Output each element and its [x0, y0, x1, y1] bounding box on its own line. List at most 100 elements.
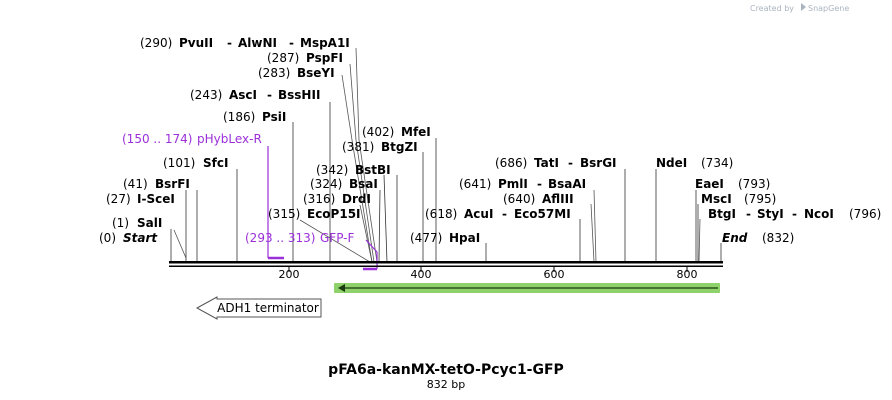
- site-separator: -: [267, 88, 272, 102]
- enzyme-name: EaeI: [695, 177, 724, 191]
- site-label-402: (402) MfeI: [362, 125, 431, 139]
- site-position: (243): [190, 88, 222, 102]
- site-label-324: (324) BsaI: [310, 177, 378, 191]
- enzyme-name: PvuII: [179, 36, 213, 50]
- site-label-618: (618) AcuI - Eco57MI: [425, 207, 571, 221]
- site-label-27: (27) I-SceI: [106, 192, 175, 206]
- site-position: (477): [410, 231, 442, 245]
- snapgene-logo-icon: [801, 3, 806, 11]
- feature-label: ADH1 terminator: [217, 301, 319, 315]
- site-label-796: BtgI - StyI - NcoI (796): [708, 207, 881, 221]
- ruler-label: 200: [279, 268, 300, 281]
- enzyme-name: NcoI: [804, 207, 834, 221]
- enzyme-name: BsaAI: [548, 177, 586, 191]
- site-label-640: (640) AflIII: [503, 192, 574, 206]
- site-label-734: NdeI (734): [656, 156, 733, 170]
- enzyme-name: PmlI: [498, 177, 528, 191]
- primer-leader: [365, 239, 378, 253]
- feature-arrow-shape: [195, 296, 322, 320]
- ruler-label: 800: [677, 268, 698, 281]
- end-name: End: [722, 231, 748, 245]
- enzyme-name: BtgI: [708, 207, 736, 221]
- site-position: (315): [268, 207, 300, 221]
- site-position: (290): [140, 36, 172, 50]
- site-position: (796): [849, 207, 881, 221]
- ruler: 200 400 600 800: [279, 267, 698, 281]
- site-label-793: EaeI (793): [695, 177, 770, 191]
- site-separator: -: [537, 177, 542, 191]
- site-position: (324): [310, 177, 342, 191]
- site-connectors: [170, 47, 722, 263]
- sequence-backbone: [169, 261, 723, 267]
- bottom-strand: [169, 265, 723, 267]
- enzyme-name: BseYI: [297, 66, 335, 80]
- site-separator: -: [792, 207, 797, 221]
- site-position: (686): [495, 156, 527, 170]
- site-label-342: (342) BstBI: [316, 163, 391, 177]
- enzyme-name: MspA1I: [300, 36, 350, 50]
- enzyme-name: MfeI: [401, 125, 431, 139]
- start-label: (0) Start: [99, 231, 158, 245]
- start-name: Start: [123, 231, 158, 245]
- enzyme-name: PspFI: [306, 51, 343, 65]
- enzyme-name: StyI: [757, 207, 784, 221]
- site-label-477: (477) HpaI: [410, 231, 480, 245]
- site-position: (342): [316, 163, 348, 177]
- site-position: (101): [163, 156, 195, 170]
- enzyme-name: TatI: [534, 156, 559, 170]
- site-label-283: (283) BseYI: [258, 66, 335, 80]
- site-position: (283): [258, 66, 290, 80]
- enzyme-name: BssHII: [278, 88, 320, 102]
- map-length: 832 bp: [427, 378, 465, 391]
- enzyme-name: EcoP15I: [307, 207, 361, 221]
- enzyme-name: BsaI: [349, 177, 378, 191]
- site-position: (1): [112, 216, 129, 230]
- primer-range: (150 .. 174): [122, 132, 192, 146]
- credit-prefix: Created by: [750, 4, 794, 13]
- enzyme-name: AscI: [229, 88, 257, 102]
- enzyme-name: NdeI: [656, 156, 687, 170]
- primer-phyblex-r: (150 .. 174) pHybLex-R: [122, 132, 284, 260]
- primer-range: (293 .. 313): [245, 231, 315, 245]
- site-label-290: (290) PvuII - AlwNI - MspA1I: [140, 36, 350, 50]
- site-position: (381): [342, 140, 374, 154]
- enzyme-name: BtgZI: [381, 140, 418, 154]
- site-label-381: (381) BtgZI: [342, 140, 418, 154]
- site-position: (734): [701, 156, 733, 170]
- site-label-316: (316) DrdI: [303, 192, 371, 206]
- site-labels: (290) PvuII - AlwNI - MspA1I (287) PspFI…: [99, 36, 881, 245]
- start-position: (0): [99, 231, 116, 245]
- site-label-243: (243) AscI - BssHII: [190, 88, 320, 102]
- feature-arrowhead-icon: [338, 284, 345, 292]
- snapgene-credit: Created by SnapGene: [750, 3, 849, 13]
- enzyme-name: AflIII: [542, 192, 574, 206]
- primer-name: GFP-F: [320, 231, 355, 245]
- enzyme-name: DrdI: [342, 192, 371, 206]
- site-label-41: (41) BsrFI: [123, 177, 190, 191]
- site-separator: -: [746, 207, 751, 221]
- site-position: (641): [459, 177, 491, 191]
- feature-green: [334, 283, 720, 293]
- site-position: (640): [503, 192, 535, 206]
- enzyme-name: I-SceI: [137, 192, 175, 206]
- end-label: End (832): [722, 231, 794, 245]
- primer-name: pHybLex-R: [197, 132, 262, 146]
- credit-brand: SnapGene: [808, 4, 849, 13]
- site-position: (793): [738, 177, 770, 191]
- site-position: (618): [425, 207, 457, 221]
- enzyme-name: Eco57MI: [514, 207, 571, 221]
- site-position: (402): [362, 125, 394, 139]
- site-label-186: (186) PsiI: [223, 110, 286, 124]
- site-separator: -: [227, 36, 232, 50]
- enzyme-name: AcuI: [464, 207, 493, 221]
- enzyme-name: MscI: [701, 192, 732, 206]
- primer-gfp-f: (293 .. 313) GFP-F: [245, 231, 378, 271]
- enzyme-name: BsrFI: [155, 177, 190, 191]
- site-position: (186): [223, 110, 255, 124]
- site-label-795: MscI (795): [701, 192, 776, 206]
- end-position: (832): [762, 231, 794, 245]
- site-position: (795): [744, 192, 776, 206]
- site-label-287: (287) PspFI: [267, 51, 343, 65]
